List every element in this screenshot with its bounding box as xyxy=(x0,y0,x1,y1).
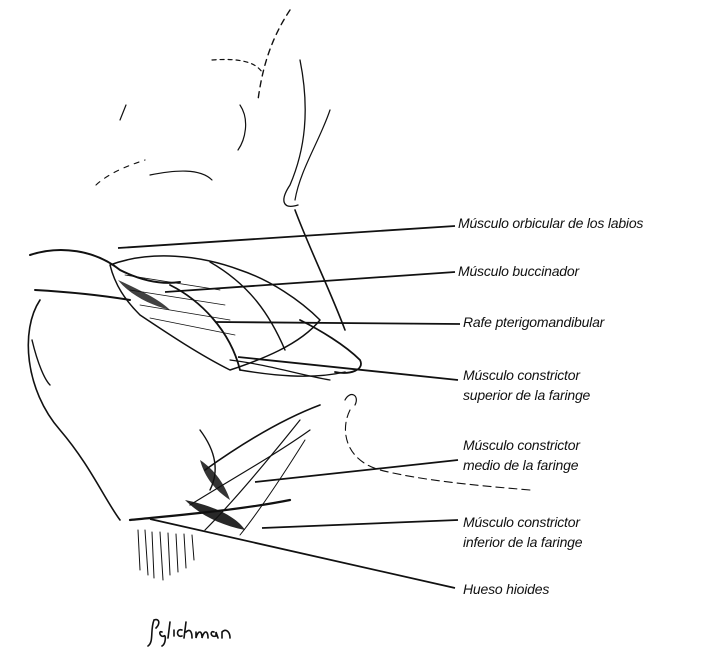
face-outline-upper xyxy=(258,10,290,100)
face-outline-upper-2 xyxy=(212,60,262,73)
jaw-lower xyxy=(240,370,345,376)
cheek-contour-3 xyxy=(96,160,145,185)
label-middle-2: medio de la faringe xyxy=(463,456,578,475)
upper-lip xyxy=(30,250,180,283)
buccinator-muscle xyxy=(110,256,320,370)
cheek-contour xyxy=(150,171,212,180)
mandible-ramus xyxy=(295,210,345,330)
constrictor-shade xyxy=(185,500,245,530)
neck-side xyxy=(345,395,356,405)
label-buccinator: Músculo buccinador xyxy=(458,262,579,281)
nose-outline xyxy=(284,60,305,206)
leader-superior xyxy=(238,357,458,380)
artist-signature xyxy=(146,614,256,650)
cheek-lower xyxy=(32,340,50,385)
label-superior-1: Músculo constrictor xyxy=(463,366,580,385)
leader-buccinator xyxy=(165,272,455,292)
label-inferior-1: Músculo constrictor xyxy=(463,513,580,532)
leader-orbicular xyxy=(118,226,455,248)
lower-lip xyxy=(35,290,130,300)
cheek-contour-2 xyxy=(120,105,126,120)
superior-constrictor xyxy=(230,360,330,380)
leader-inferior xyxy=(262,520,458,528)
label-raphe: Rafe pterigomandibular xyxy=(463,313,604,332)
eye-contour xyxy=(238,105,246,150)
label-middle-1: Músculo constrictor xyxy=(463,436,580,455)
leader-raphe xyxy=(215,322,460,324)
label-orbicular: Músculo orbicular de los labios xyxy=(458,214,643,233)
label-superior-2: superior de la faringe xyxy=(463,386,590,405)
label-inferior-2: inferior de la faringe xyxy=(463,533,582,552)
neck-hatching xyxy=(138,530,194,580)
chin-outline xyxy=(28,300,120,520)
raphe-line xyxy=(210,262,285,350)
label-hyoid: Hueso hioides xyxy=(463,580,549,599)
leader-hyoid xyxy=(150,519,455,588)
